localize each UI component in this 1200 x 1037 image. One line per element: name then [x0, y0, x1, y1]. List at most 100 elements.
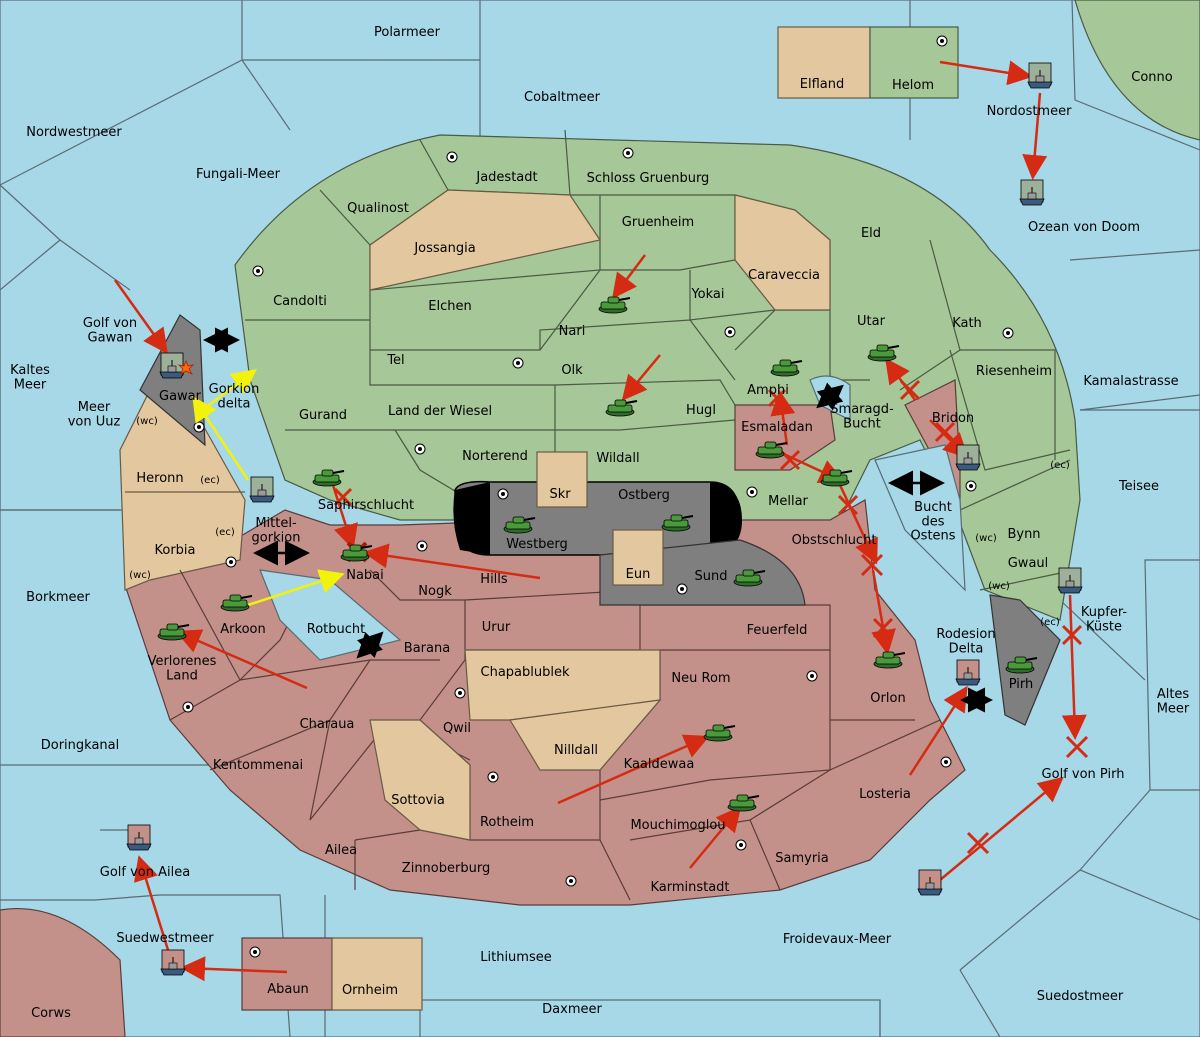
province-skr[interactable]	[536, 451, 588, 508]
coast-tag: (wc)	[129, 570, 151, 581]
label-jadestadt: Jadestadt	[475, 170, 537, 185]
label-elchen: Elchen	[428, 299, 471, 314]
label-smaragd-bucht: Smaragd-Bucht	[830, 402, 894, 431]
coast-tag: (ec)	[200, 475, 220, 486]
label-nilldall: Nilldall	[554, 743, 598, 758]
label-suedwestmeer: Suedwestmeer	[116, 931, 214, 946]
label-helom: Helom	[892, 78, 934, 93]
province-corws[interactable]	[0, 908, 126, 1037]
province-conno[interactable]	[1074, 0, 1200, 141]
label-skr: Skr	[549, 487, 571, 502]
label-pirh: Pirh	[1009, 677, 1034, 692]
province-ornheim[interactable]	[331, 937, 423, 1011]
coast-tag: (wc)	[975, 533, 997, 544]
coast-tag: (ec)	[1050, 460, 1070, 471]
label-froidevaux-meer: Froidevaux-Meer	[783, 932, 892, 947]
label-gawar: Gawar	[159, 389, 202, 404]
label-nordostmeer: Nordostmeer	[987, 104, 1073, 119]
label-qualinost: Qualinost	[347, 201, 409, 216]
label-losteria: Losteria	[859, 787, 911, 802]
label-golf-von-pirh: Golf von Pirh	[1042, 767, 1125, 782]
label-caraveccia: Caraveccia	[748, 268, 820, 283]
label-elfland: Elfland	[800, 77, 844, 92]
province-eun[interactable]	[612, 529, 664, 586]
label-barana: Barana	[404, 641, 450, 656]
label-nogk: Nogk	[418, 584, 452, 599]
label-amphi: Amphi	[747, 383, 789, 398]
label-mouchimoglou: Mouchimoglou	[630, 818, 725, 833]
label-kamalastrasse: Kamalastrasse	[1083, 374, 1178, 389]
label-karminstadt: Karminstadt	[650, 880, 729, 895]
label-tel: Tel	[386, 353, 404, 368]
label-nari: Nari	[559, 324, 586, 339]
label-jossangia: Jossangia	[413, 241, 475, 256]
label-nabai: Nabai	[346, 568, 384, 583]
label-cobaltmeer: Cobaltmeer	[524, 90, 601, 105]
label-candolti: Candolti	[273, 294, 327, 309]
move-orders	[113, 60, 1087, 982]
label-eun: Eun	[626, 567, 651, 582]
label-land-der-wiesel: Land der Wiesel	[388, 404, 492, 419]
label-feuerfeld: Feuerfeld	[747, 623, 808, 638]
label-corws: Corws	[31, 1006, 71, 1021]
label-westberg: Westberg	[506, 537, 568, 552]
province-nilldall[interactable]	[509, 699, 662, 771]
ostberg-west-cap	[453, 482, 490, 555]
label-kupfer-kueste: Kupfer-Küste	[1081, 605, 1127, 634]
label-suedostmeer: Suedostmeer	[1037, 989, 1124, 1004]
label-mellar: Mellar	[768, 494, 808, 509]
label-heronn: Heronn	[136, 471, 183, 486]
province-caraveccia[interactable]	[734, 194, 831, 311]
label-golf-von-ailea: Golf von Ailea	[100, 865, 190, 880]
label-rotbucht: Rotbucht	[307, 622, 365, 637]
supply-centers	[182, 35, 1014, 958]
label-gruenheim: Gruenheim	[622, 215, 694, 230]
label-daxmeer: Daxmeer	[542, 1002, 602, 1017]
ostberg-east-cap	[710, 482, 742, 555]
label-nordwestmeer: Nordwestmeer	[26, 125, 122, 140]
label-doringkanal: Doringkanal	[41, 738, 120, 753]
label-korbia: Korbia	[154, 543, 195, 558]
label-yokai: Yokai	[690, 287, 724, 302]
label-saphirschlucht: Saphirschlucht	[318, 498, 414, 513]
label-ornheim: Ornheim	[342, 983, 398, 998]
label-obstschlucht: Obstschlucht	[792, 533, 877, 548]
coast-tag: (ec)	[215, 527, 235, 538]
label-eld: Eld	[861, 226, 881, 241]
label-ozean-von-doom: Ozean von Doom	[1028, 220, 1140, 235]
label-charaua: Charaua	[300, 717, 355, 732]
label-gwaul: Gwaul	[1008, 556, 1049, 571]
coast-tag: (wc)	[988, 581, 1010, 592]
label-rotheim: Rotheim	[480, 815, 534, 830]
coast-tag: (ec)	[1040, 617, 1060, 628]
label-neu-rom: Neu Rom	[671, 671, 730, 686]
label-kentommenai: Kentommenai	[213, 758, 303, 773]
label-olk: Olk	[561, 363, 583, 378]
labels: Polarmeer Cobaltmeer Nordwestmeer Fungal…	[10, 25, 1190, 1021]
label-bridon: Bridon	[932, 411, 974, 426]
label-utar: Utar	[857, 314, 886, 329]
label-gurand: Gurand	[299, 408, 347, 423]
label-riesenheim: Riesenheim	[976, 364, 1052, 379]
province-jossangia[interactable]	[369, 189, 601, 291]
label-bynn: Bynn	[1007, 527, 1040, 542]
label-orlon: Orlon	[870, 691, 905, 706]
province-sottovia[interactable]	[369, 719, 471, 841]
label-mittelgorkion: Mittel-gorkion	[252, 516, 301, 545]
label-kath: Kath	[952, 316, 982, 331]
label-wildall: Wildall	[596, 451, 639, 466]
coast-tag: (wc)	[136, 416, 158, 427]
explosion-icon	[177, 359, 195, 375]
label-ostberg: Ostberg	[618, 488, 670, 503]
label-chapablublek: Chapablublek	[481, 665, 570, 680]
label-lithiumsee: Lithiumsee	[480, 950, 551, 965]
label-teisee: Teisee	[1118, 479, 1159, 494]
